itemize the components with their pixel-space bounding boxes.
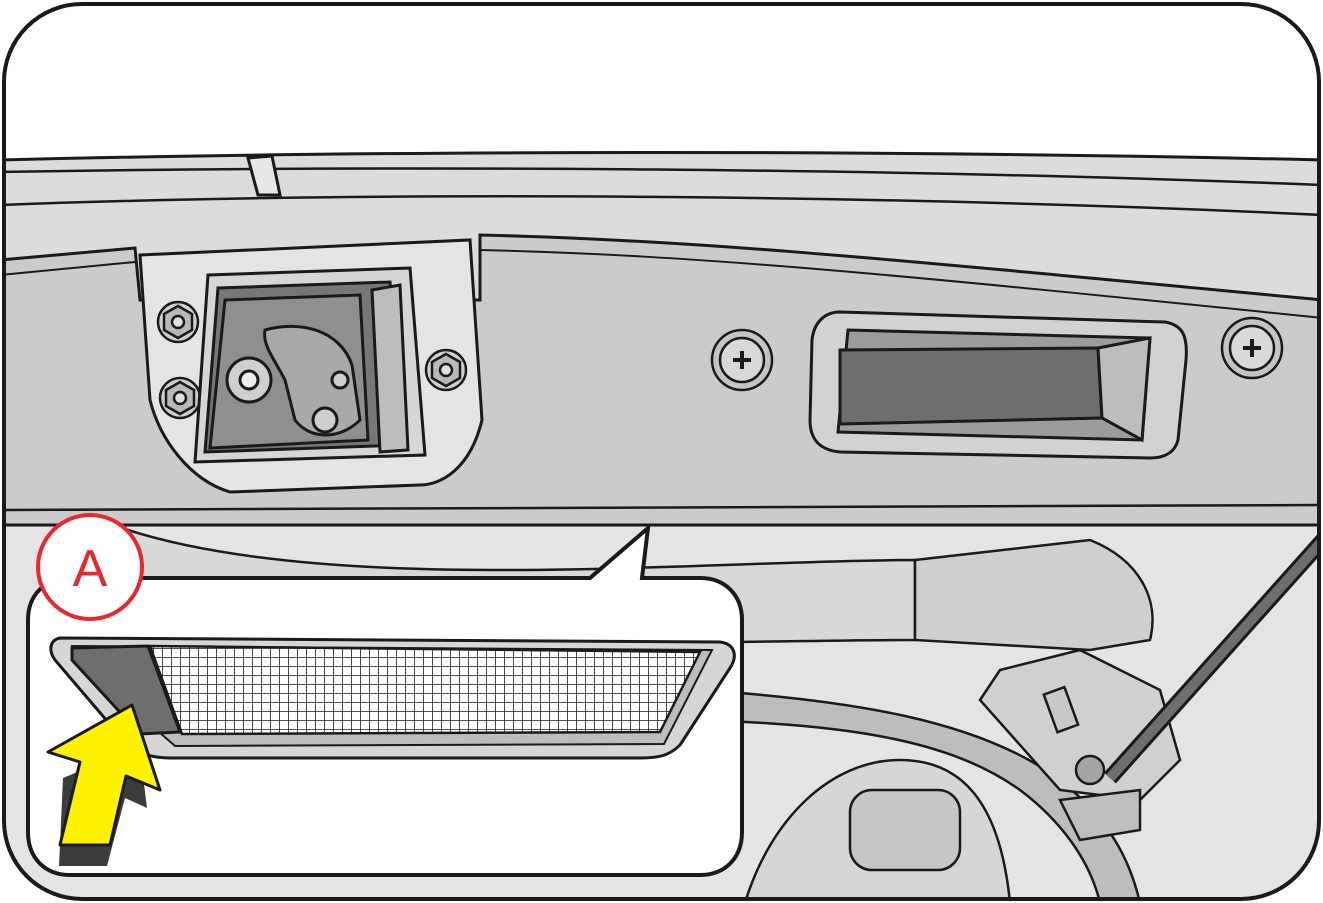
phillips-screw-icon — [710, 328, 774, 392]
tailgate-handle-recess-icon — [808, 310, 1188, 460]
license-plate-lamp-icon — [49, 636, 736, 760]
gas-strut — [1104, 534, 1319, 784]
phillips-screw-icon — [1220, 316, 1284, 380]
pry-point-arrow-icon — [46, 703, 162, 866]
hex-bolt-icon — [424, 348, 468, 392]
lamp-pry-notch — [70, 644, 183, 736]
callout-label-a: A — [36, 513, 144, 621]
tailgate-latch-icon — [193, 266, 427, 464]
hex-bolt-icon — [158, 376, 202, 420]
hex-bolt-icon — [156, 300, 200, 344]
callout-letter: A — [73, 540, 108, 598]
